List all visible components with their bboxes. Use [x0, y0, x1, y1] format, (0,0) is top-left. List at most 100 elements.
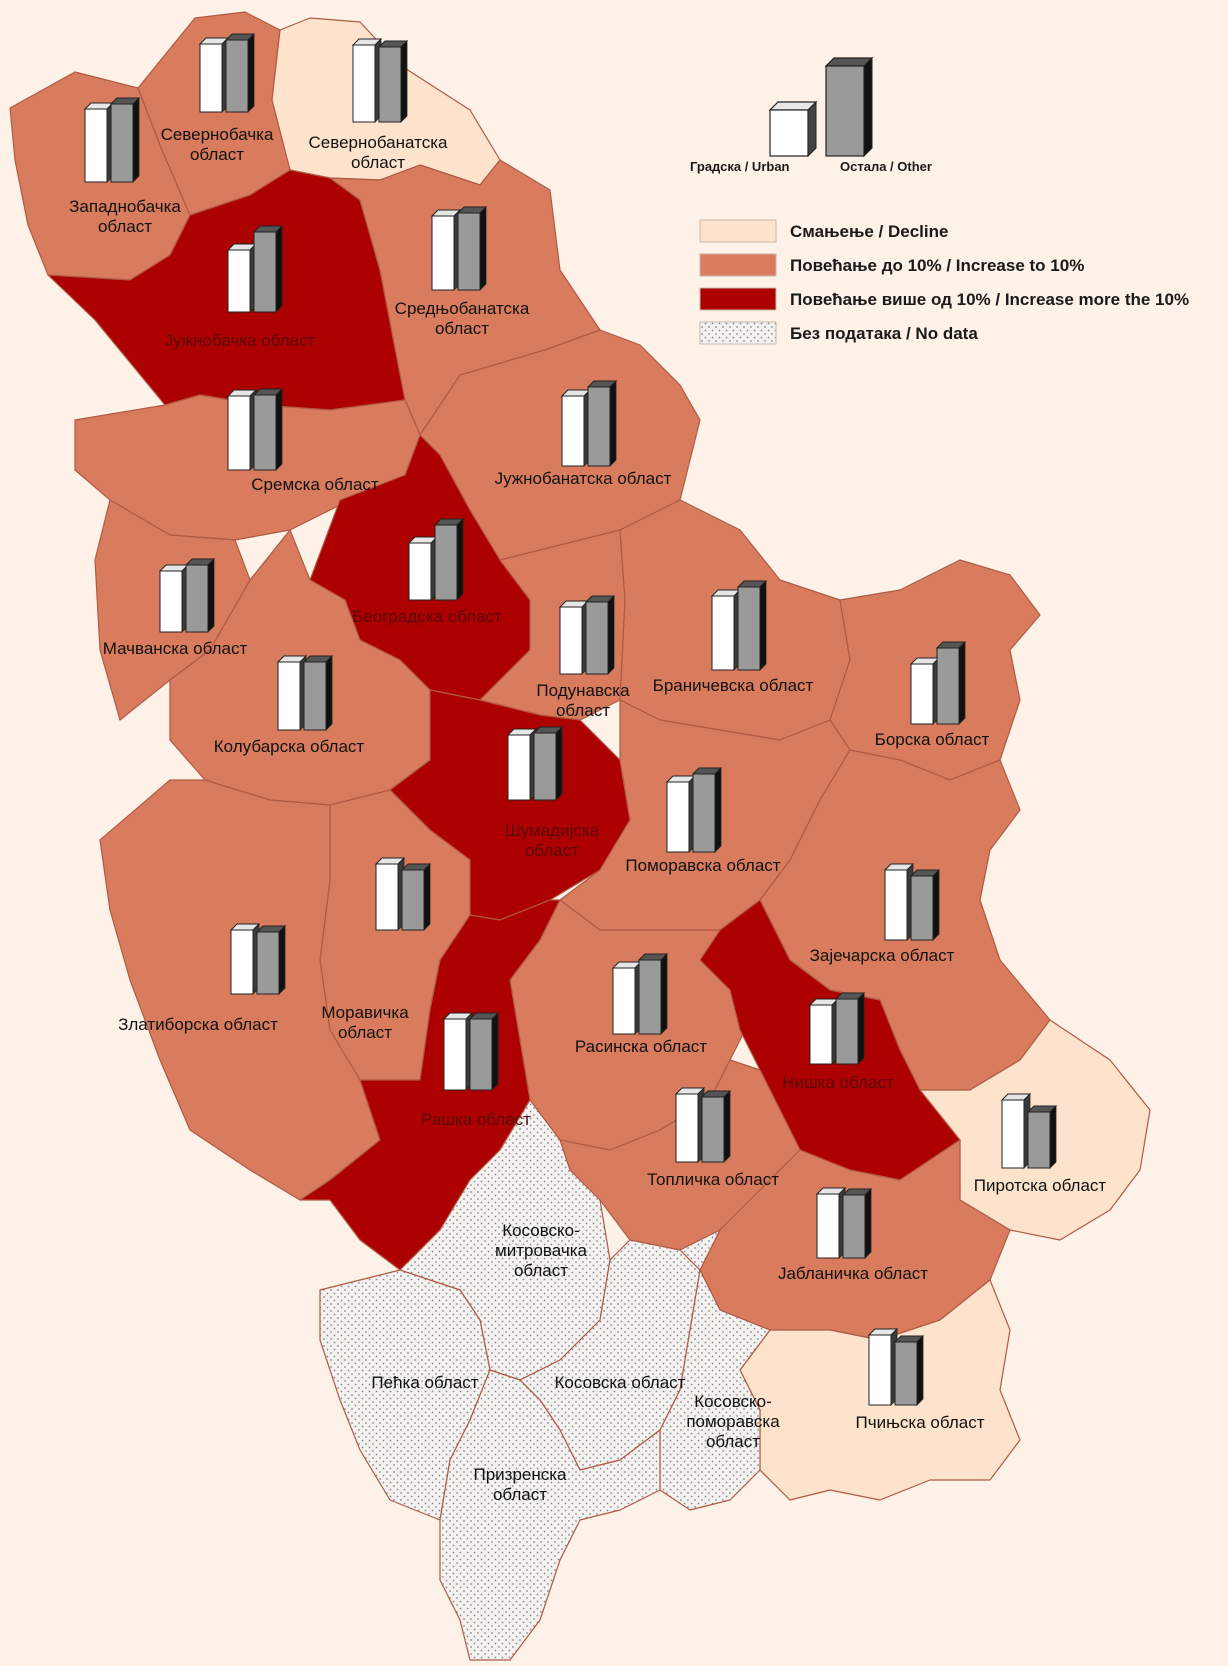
region-label-line: област: [338, 1023, 392, 1042]
urban-bar-rasinska: [611, 961, 643, 1035]
bar-pair-borska: [909, 641, 967, 725]
region-label-line: Моравичка: [321, 1003, 409, 1022]
other-bar-juznobacka: [252, 225, 284, 313]
region-label-line: област: [493, 1485, 547, 1504]
legend-label-no_data: Без података / No data: [790, 324, 978, 343]
urban-bar-juznobanatska: [560, 389, 592, 467]
region-label-juznobanatska: Јужнобанатска област: [495, 469, 672, 488]
urban-bar-toplicka: [674, 1087, 706, 1163]
bar-pair-moravicka: [374, 857, 432, 931]
region-label-sremska: Сремска област: [251, 475, 379, 494]
urban-bar-kolubarska: [276, 655, 308, 731]
other-bar-kolubarska: [302, 655, 334, 731]
legend-swatch-decline: [699, 219, 777, 243]
region-label-line: област: [435, 319, 489, 338]
region-label-niska: Нишка област: [782, 1073, 894, 1092]
other-bar-moravicka: [400, 863, 432, 931]
bar-pair-beogradska: [407, 518, 465, 601]
region-label-line: Браничевска област: [653, 676, 814, 695]
region-label-line: Златиборска област: [118, 1015, 278, 1034]
bar-pair-jablanicka: [815, 1187, 873, 1259]
region-label-line: митровачка: [495, 1241, 587, 1260]
region-label-line: Јабланичка област: [778, 1264, 928, 1283]
region-label-line: област: [525, 841, 579, 860]
urban-bar-podunavska: [558, 600, 590, 675]
legend-urban-label: Градска / Urban: [690, 159, 790, 174]
other-bar-severnobanatska: [377, 40, 409, 123]
urban-bar-sremska: [226, 389, 258, 471]
bar-pair-raska: [442, 1012, 500, 1091]
region-label-line: Поморавска област: [625, 856, 780, 875]
bar-pair-sremska: [226, 388, 284, 471]
legend-swatch-increase_more_10: [699, 287, 777, 311]
other-bar-zapadnobacka: [109, 97, 141, 183]
other-bar-borska: [935, 641, 967, 725]
legend-bar-glyph: [768, 56, 874, 158]
region-label-rasinska: Расинска област: [575, 1037, 707, 1056]
region-label-line: Топличка област: [647, 1170, 779, 1189]
region-label-line: Рашка област: [421, 1110, 531, 1129]
bar-pair-juznobanatska: [560, 380, 618, 467]
region-label-line: област: [514, 1261, 568, 1280]
bar-pair-macvanska: [158, 558, 216, 633]
bar-pair-pcinjska: [867, 1328, 925, 1406]
bar-pair-srednjobanatska: [430, 206, 488, 291]
bar-pair-rasinska: [611, 953, 669, 1035]
other-bar-podunavska: [584, 595, 616, 675]
other-bar-rasinska: [637, 953, 669, 1035]
region-label-line: Мачванска област: [103, 639, 248, 658]
region-label-beogradska: Београдска област: [352, 607, 502, 626]
other-bar-toplicka: [700, 1090, 732, 1163]
region-prizrenska[interactable]: [439, 1369, 661, 1661]
urban-bar-zajecarska: [883, 863, 915, 941]
urban-bar-severnobanatska: [351, 38, 383, 123]
bar-pair-branicevska: [710, 580, 768, 671]
region-label-line: Београдска област: [352, 607, 502, 626]
other-bar-srednjobanatska: [456, 206, 488, 291]
region-label-line: Севернобачка: [161, 125, 274, 144]
region-label-toplicka: Топличка област: [647, 1170, 779, 1189]
other-bar-beogradska: [433, 518, 465, 601]
urban-bar-severnobacka: [198, 37, 230, 113]
urban-bar-moravicka: [374, 857, 406, 931]
region-label-line: Зајечарска област: [810, 946, 955, 965]
bar-pair-kolubarska: [276, 655, 334, 731]
bar-pair-severnobacka: [198, 33, 256, 113]
bar-pair-niska: [808, 992, 866, 1065]
urban-bar-niska: [808, 998, 840, 1065]
other-bar-pirotska: [1026, 1105, 1058, 1169]
urban-bar-jablanicka: [815, 1187, 847, 1259]
other-bar-severnobacka: [224, 33, 256, 113]
urban-bar-pomoravska: [665, 775, 697, 853]
region-label-line: Колубарска област: [214, 737, 365, 756]
region-label-line: Јужнобанатска област: [495, 469, 672, 488]
bar-pair-juznobacka: [226, 225, 284, 313]
region-label-line: област: [556, 701, 610, 720]
region-label-borska: Борска област: [875, 730, 990, 749]
other-bar-zlatiborska: [255, 925, 287, 995]
region-label-branicevska: Браничевска област: [653, 676, 814, 695]
other-bar-jablanicka: [841, 1188, 873, 1259]
region-label-juznobacka: Јужнобачка област: [165, 331, 316, 350]
legend-label-increase_more_10: Повећање више од 10% / Increase more the…: [790, 290, 1189, 309]
urban-bar-branicevska: [710, 589, 742, 671]
region-kosovsko-pomoravska[interactable]: [659, 1229, 771, 1511]
region-label-kolubarska: Колубарска област: [214, 737, 365, 756]
other-bar-sremska: [252, 388, 284, 471]
region-label-line: Расинска област: [575, 1037, 707, 1056]
region-label-line: Шумадијска: [505, 821, 600, 840]
bar-pair-pirotska: [1000, 1093, 1058, 1169]
region-label-line: Сремска област: [251, 475, 379, 494]
urban-bar-srednjobanatska: [430, 209, 462, 291]
bar-pair-zlatiborska: [229, 923, 287, 995]
other-bar-zajecarska: [909, 869, 941, 941]
legend-label-decline: Смањење / Decline: [790, 222, 948, 241]
